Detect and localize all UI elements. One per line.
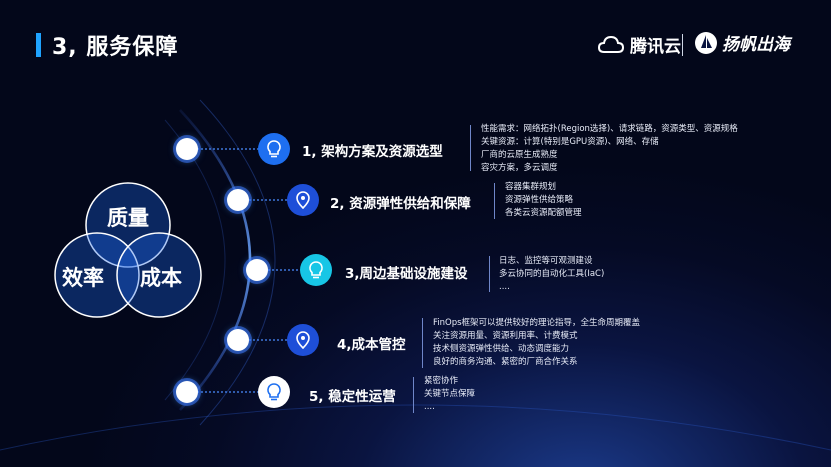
lightbulb-icon [258,133,290,165]
item-4-line-1: FinOps框架可以提供较好的理论指导，全生命周期覆盖 [433,318,641,328]
item-1-line-3: 厂商的云原生成熟度 [481,150,558,160]
item-3-line-2: 多云协同的自动化工具(IaC) [499,269,605,279]
item-5-line-2: 关键节点保障 [424,389,476,399]
cloud-icon [598,35,624,53]
tencent-cloud-logo: 腾讯云 [598,32,681,57]
item-1-line-4: 容灾方案，多云调度 [481,163,558,173]
item-1-title: 1, 架构方案及资源选型 [302,144,443,160]
item-5-desc: 紧密协作 关键节点保障 .... [424,375,475,414]
item-5-line-3: .... [424,402,435,412]
venn-diagram [54,182,202,318]
item-4-line-3: 技术侧资源弹性供给、动态调度能力 [433,344,570,354]
timeline-node-3 [246,259,268,281]
item-4-title: 4,成本管控 [337,337,406,353]
yangfan-logo-text: 扬帆出海 [722,35,790,55]
item-4-desc: FinOps框架可以提供较好的理论指导，全生命周期覆盖 关注资源用量、资源利用率… [433,317,640,369]
item-3-divider [489,256,490,292]
item-4-divider [422,318,423,368]
location-pin-icon [287,184,319,216]
title-accent-bar [36,33,41,57]
item-5-line-1: 紧密协作 [424,376,459,386]
venn-label-quality: 质量 [107,206,149,230]
venn-label-cost: 成本 [140,266,182,290]
sail-icon [695,31,717,54]
item-2-line-2: 资源弹性供给策略 [505,195,574,205]
item-2-divider [494,183,495,219]
item-2-desc: 容器集群规划 资源弹性供给策略 各类云资源配额管理 [505,181,582,220]
timeline-node-1 [176,138,198,160]
timeline-node-4 [227,329,249,351]
item-1-desc: 性能需求：网络拓扑(Region选择)、请求链路，资源类型、资源规格 关键资源：… [481,123,738,175]
floor-arc [0,404,831,451]
item-4-line-4: 良好的商务沟通、紧密的厂商合作关系 [433,357,578,367]
item-2-title: 2, 资源弹性供给和保障 [330,196,471,212]
item-1-line-1: 性能需求：网络拓扑(Region选择)、请求链路，资源类型、资源规格 [481,124,738,134]
page-title: 3, 服务保障 [52,35,179,60]
item-3-desc: 日志、监控等可观测建设 多云协同的自动化工具(IaC) .... [499,255,604,294]
tencent-logo-text: 腾讯云 [630,37,681,57]
item-3-line-1: 日志、监控等可观测建设 [499,256,593,266]
location-pin-icon [287,324,319,356]
lightbulb-icon [300,254,332,286]
item-5-title: 5, 稳定性运营 [309,389,396,405]
timeline-node-5 [176,381,198,403]
logo-divider [682,34,683,56]
venn-circle-efficiency [54,232,140,318]
item-1-line-2: 关键资源：计算(特别是GPU资源)、网络、存储 [481,137,659,147]
venn-circle-quality [85,182,171,268]
item-3-line-3: .... [499,282,510,292]
item-2-line-3: 各类云资源配额管理 [505,208,582,218]
item-3-title: 3,周边基础设施建设 [345,266,468,282]
outer-arc [199,99,276,426]
yangfan-logo: 扬帆出海 [694,30,790,55]
lightbulb-icon [258,376,290,408]
item-5-divider [413,377,414,413]
item-1-divider [470,125,471,171]
item-2-line-1: 容器集群规划 [505,182,557,192]
venn-circle-cost [116,232,202,318]
item-4-line-2: 关注资源用量、资源利用率、计费模式 [433,331,578,341]
timeline-node-2 [227,189,249,211]
venn-label-efficiency: 效率 [62,266,104,290]
